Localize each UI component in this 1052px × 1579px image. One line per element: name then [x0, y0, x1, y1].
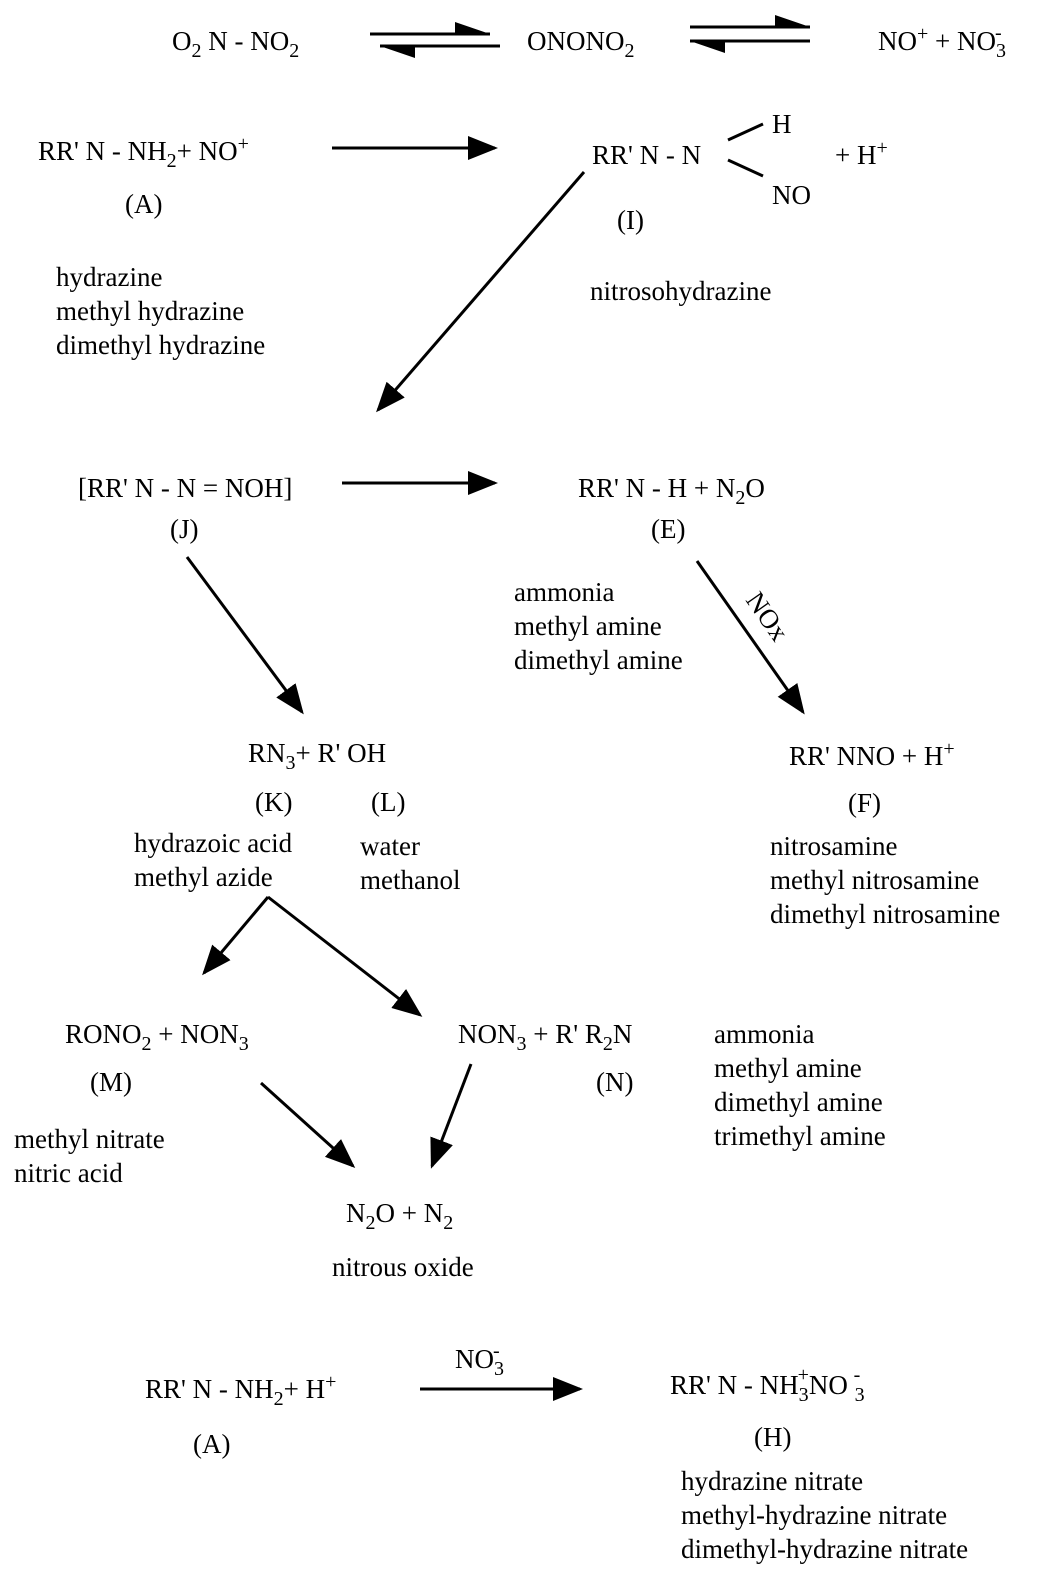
equilibrium-arrows-2	[690, 15, 810, 53]
products-nitrate-ester: RONO2 + NON3	[65, 1019, 249, 1055]
amine-name-2: methyl amine	[514, 611, 662, 641]
product-plus-h: + H+	[835, 137, 888, 170]
species-dinitrogen-tetroxide: O2 N - NO2	[172, 26, 299, 62]
reactant-hydrazine-plus-no: RR' N - NH2+ NO+	[38, 133, 249, 172]
reactant-name-1: hydrazine	[56, 262, 162, 292]
label-code-n: (N)	[596, 1067, 633, 1097]
nitrosamine-name-1: nitrosamine	[770, 831, 897, 861]
arrow-e-to-f	[695, 560, 805, 715]
arrow-i-to-j	[376, 171, 586, 413]
bond-n-no	[727, 158, 764, 178]
product-group-no: NO	[772, 180, 811, 210]
products-nitrosamine: RR' NNO + H+	[789, 738, 955, 771]
arrow-m-to-n2o	[259, 1081, 356, 1169]
arrow-label-nox: NOx	[740, 586, 795, 647]
product-hydrazinium-nitrate: RR' N - NH3+NO 3-	[670, 1364, 865, 1406]
arrow-k-to-m	[202, 896, 270, 976]
arrow-k-to-n	[267, 895, 423, 1017]
product-name-nitrosohydrazine: nitrosohydrazine	[590, 276, 771, 306]
nitrate-salt-name-1: hydrazine nitrate	[681, 1466, 863, 1496]
azide-name-1: hydrazoic acid	[134, 828, 293, 858]
products-azide-alcohol: RN3+ R' OH	[248, 738, 386, 774]
amine-name-3: dimethyl amine	[514, 645, 683, 675]
label-code-j: (J)	[170, 514, 199, 544]
label-code-a: (A)	[125, 189, 162, 219]
label-code-a-2: (A)	[193, 1429, 230, 1459]
arrow-n-to-n2o	[430, 1063, 473, 1169]
bond-n-h	[727, 122, 764, 142]
arrow-label-nitrate: NO3-	[455, 1340, 504, 1380]
amine-list-name-2: methyl amine	[714, 1053, 862, 1083]
nitrate-salt-name-3: dimethyl-hydrazine nitrate	[681, 1534, 968, 1564]
amine-list-name-3: dimethyl amine	[714, 1087, 883, 1117]
reactant-hydrazine-plus-h: RR' N - NH2+ H+	[145, 1371, 336, 1410]
alcohol-name-2: methanol	[360, 865, 460, 895]
alcohol-name-1: water	[360, 831, 420, 861]
label-code-k: (K)	[255, 787, 292, 817]
azide-name-2: methyl azide	[134, 862, 273, 892]
arrow-j-to-k	[185, 556, 304, 715]
product-nitrosohydrazine-core: RR' N - N	[592, 140, 701, 170]
products-nitrous-oxide-nitrogen: N2O + N2	[346, 1198, 453, 1234]
nitrate-name-2: nitric acid	[14, 1158, 123, 1188]
label-code-f: (F)	[848, 788, 881, 818]
intermediate-j: [RR' N - N = NOH]	[78, 473, 292, 503]
products-nitrosyl-azide-amine: NON3 + R' R2N	[458, 1019, 632, 1055]
amine-name-1: ammonia	[514, 577, 614, 607]
product-atom-h: H	[772, 109, 792, 139]
label-code-m: (M)	[90, 1067, 132, 1097]
nitrosamine-name-2: methyl nitrosamine	[770, 865, 979, 895]
nitrate-salt-name-2: methyl-hydrazine nitrate	[681, 1500, 947, 1530]
species-nitrosonium-nitrate: NO+ + NO3-	[878, 22, 1006, 62]
amine-list-name-1: ammonia	[714, 1019, 814, 1049]
nitrosamine-name-3: dimethyl nitrosamine	[770, 899, 1000, 929]
nitrate-name-1: methyl nitrate	[14, 1124, 165, 1154]
reactant-name-3: dimethyl hydrazine	[56, 330, 265, 360]
reactant-name-2: methyl hydrazine	[56, 296, 244, 326]
amine-list-name-4: trimethyl amine	[714, 1121, 886, 1151]
species-ononon2: ONONO2	[527, 26, 635, 62]
products-amine-n2o: RR' N - H + N2O	[578, 473, 765, 509]
label-code-l: (L)	[371, 787, 405, 817]
label-code-e: (E)	[651, 514, 685, 544]
label-code-h: (H)	[754, 1422, 791, 1452]
product-name-nitrous-oxide: nitrous oxide	[332, 1252, 474, 1282]
label-code-i: (I)	[617, 205, 644, 235]
equilibrium-arrows-1	[370, 22, 500, 58]
